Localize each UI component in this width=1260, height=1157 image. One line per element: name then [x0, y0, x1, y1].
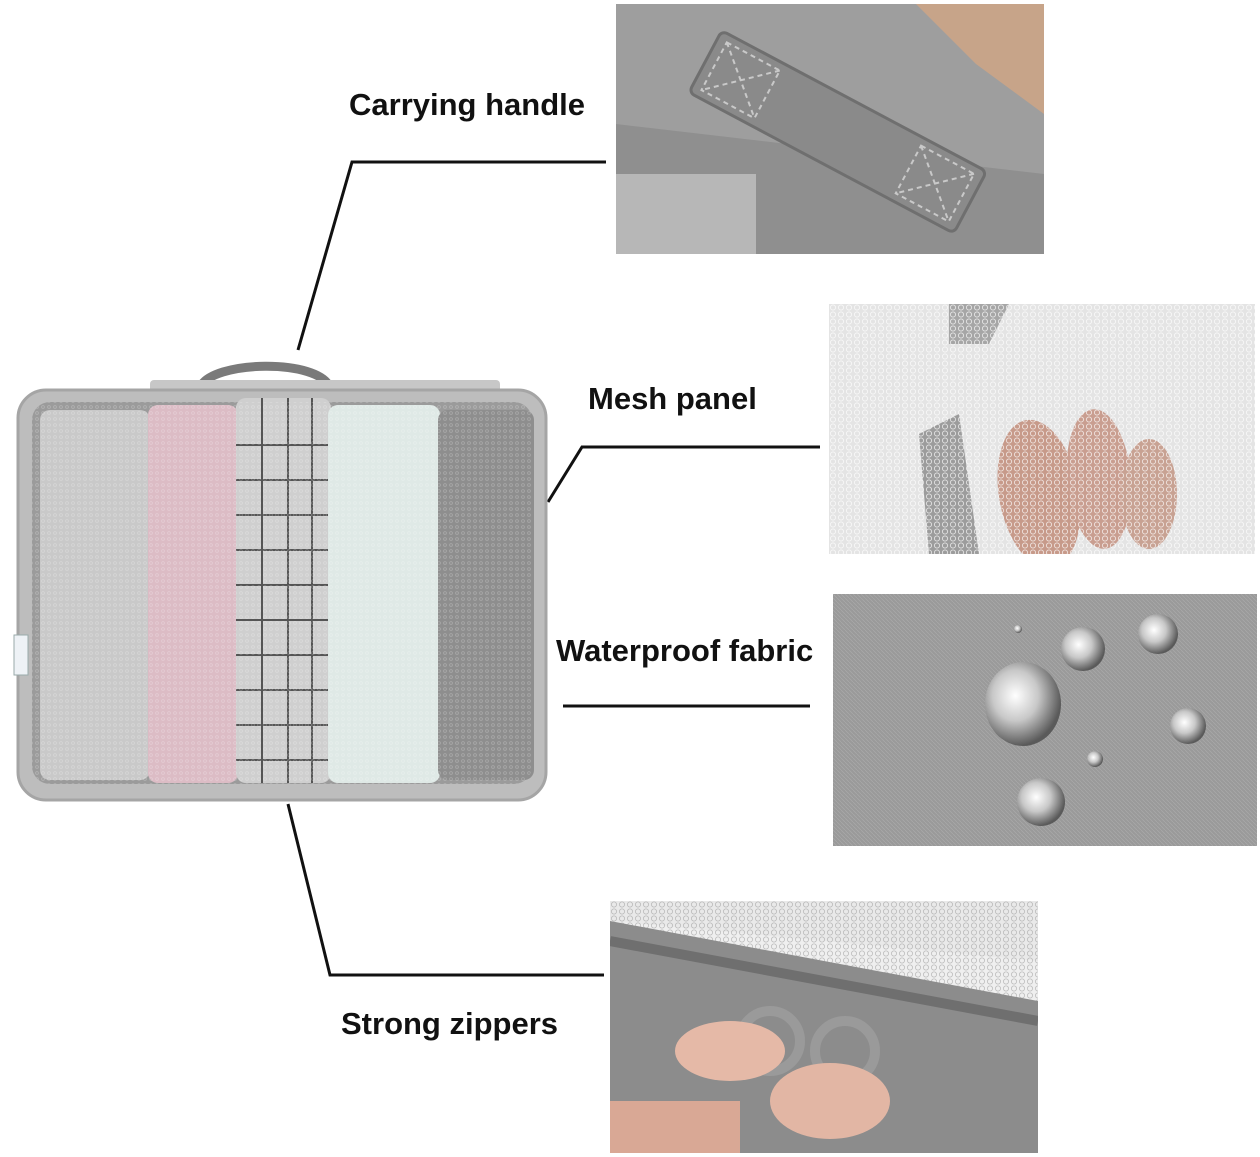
zipper-callout-line [286, 803, 604, 977]
bag-handle [195, 361, 335, 391]
handle-photo [616, 4, 1044, 254]
label-carrying-handle: Carrying handle [349, 87, 585, 122]
label-waterproof-fabric: Waterproof fabric [556, 633, 814, 668]
label-mesh-panel: Mesh panel [588, 381, 757, 416]
packing-cube-illustration [10, 350, 555, 810]
zipper-photo [610, 901, 1038, 1153]
zipper-track [610, 936, 1038, 1026]
fabric-photo [833, 594, 1257, 846]
mesh-callout-line [546, 445, 820, 503]
water-drop-large [985, 662, 1061, 746]
mesh-photo [829, 304, 1255, 554]
bag-tag [13, 634, 29, 676]
handle-callout-line [296, 160, 606, 351]
label-strong-zippers: Strong zippers [341, 1006, 559, 1041]
handle-strap [689, 31, 987, 233]
